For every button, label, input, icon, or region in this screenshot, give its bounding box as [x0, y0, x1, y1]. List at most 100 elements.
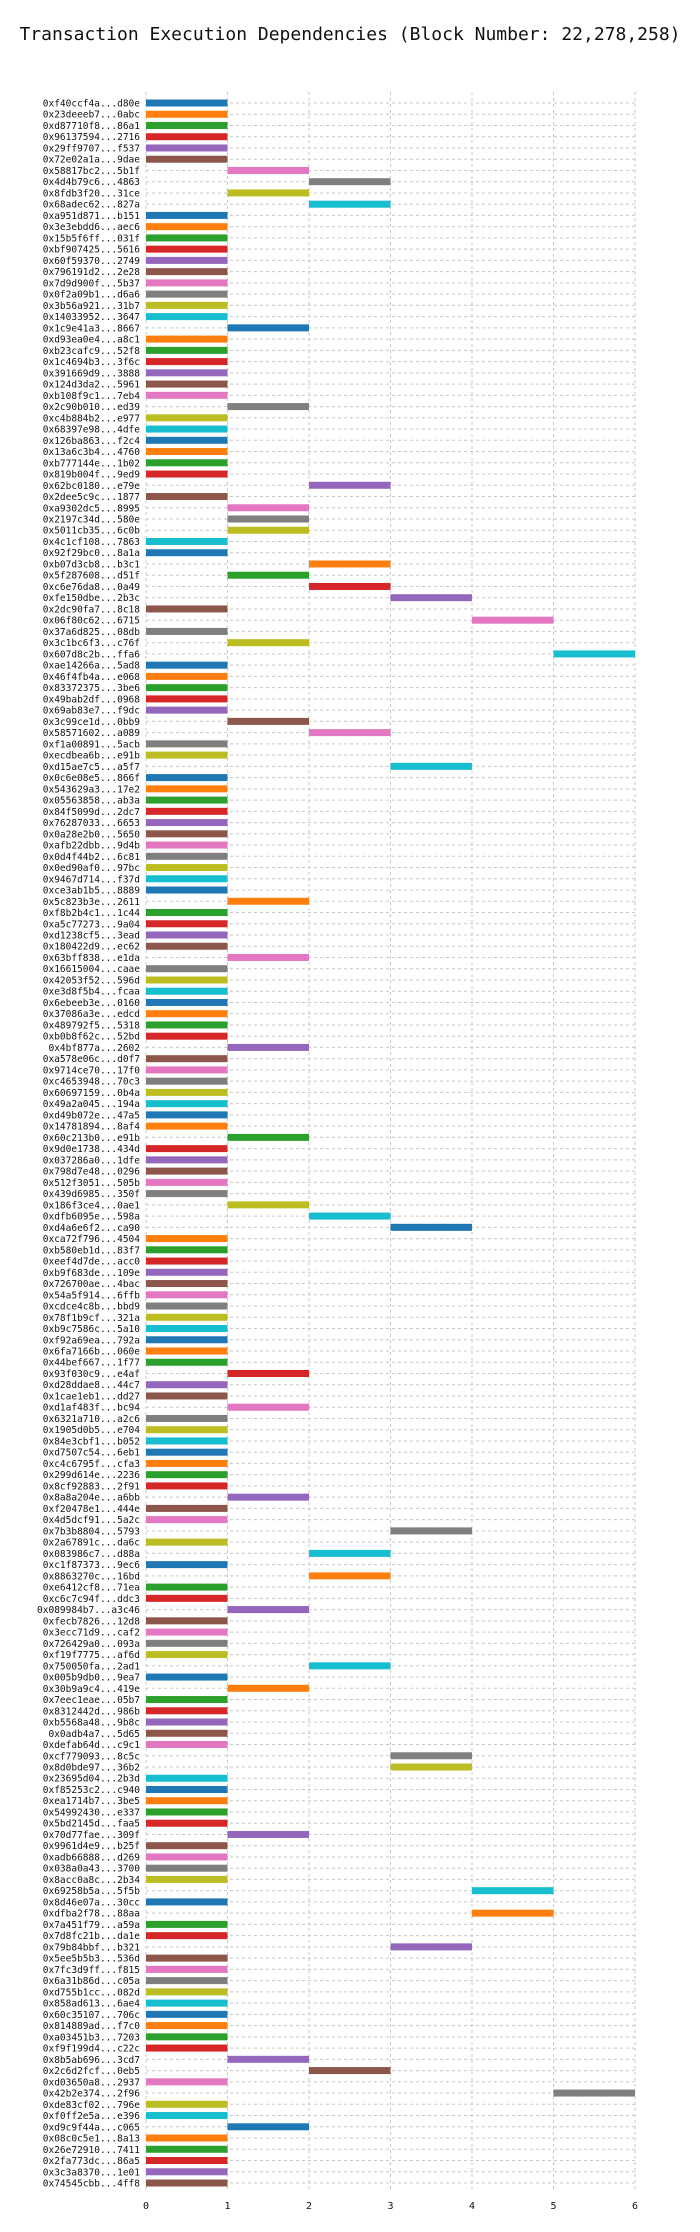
dependency-bar: [146, 1471, 228, 1479]
y-tick-label: 0x14781894...8af4: [43, 1122, 141, 1133]
y-tick-label: 0xce3ab1b5...8889: [43, 886, 141, 897]
dependency-bar: [146, 369, 228, 377]
dependency-bar: [146, 1021, 228, 1029]
y-tick-labels: 0xf40ccf4a...d80e0x23deeeb7...0abc0xd877…: [37, 99, 140, 2190]
y-tick-label: 0x49bab2df...0968: [43, 694, 141, 705]
dependency-bar: [146, 1122, 228, 1130]
dependency-bar: [146, 740, 228, 748]
y-tick-label: 0x391669d9...3888: [43, 368, 141, 379]
dependency-bar: [390, 762, 472, 770]
y-tick-label: 0x089984b7...a3c46: [37, 1605, 140, 1616]
y-tick-label: 0x2a67891c...da6c: [43, 1538, 140, 1549]
y-tick-label: 0x74545cbb...4ff8: [43, 2179, 141, 2190]
dependency-bar: [146, 886, 228, 894]
y-tick-label: 0xcdce4c8b...bbd9: [43, 1302, 141, 1313]
dependency-bar: [146, 414, 228, 422]
dependency-bar: [146, 1358, 228, 1366]
y-tick-label: 0x23deeeb7...0abc: [43, 110, 140, 121]
y-tick-label: 0x60f59370...2749: [43, 256, 141, 267]
dependency-bar: [146, 661, 228, 669]
y-tick-label: 0xe6412cf8...71ea: [43, 1583, 140, 1594]
y-tick-label: 0x8acc0a8c...2b34: [43, 1875, 141, 1886]
y-tick-label: 0xcf779093...8c5c: [43, 1751, 140, 1762]
dependency-bar: [146, 1178, 228, 1186]
dependency-bar: [146, 785, 228, 793]
dependency-bar: [146, 425, 228, 433]
dependency-bar: [146, 2022, 228, 2030]
y-tick-label: 0xf20478e1...444e: [43, 1504, 141, 1515]
y-tick-label: 0xeef4d7de...acc0: [43, 1257, 141, 1268]
y-tick-label: 0x7d8fc21b...da1e: [43, 1931, 141, 1942]
dependency-bar: [553, 2089, 635, 2097]
dependency-bar: [146, 301, 228, 309]
y-tick-label: 0x54a5f914...6ffb: [43, 1290, 141, 1301]
y-tick-label: 0x5f287608...d51f: [43, 571, 140, 582]
y-tick-label: 0xe3d8f5b4...fcaa: [43, 987, 140, 998]
dependency-bar: [146, 493, 228, 501]
dependency-bar: [146, 864, 228, 872]
dependency-bar: [146, 1673, 228, 1681]
dependency-bar: [146, 1853, 228, 1861]
dependency-bar: [146, 1864, 228, 1872]
dependency-bar: [146, 1426, 228, 1434]
y-tick-label: 0xf8b2b4c1...1c44: [43, 908, 141, 919]
dependency-bar: [227, 1606, 309, 1614]
y-tick-label: 0x1905d0b5...e704: [43, 1425, 141, 1436]
dependency-bar: [146, 1167, 228, 1175]
y-tick-label: 0x83372375...3be6: [43, 683, 141, 694]
y-tick-label: 0x9961d4e9...b25f: [43, 1841, 140, 1852]
y-tick-label: 0x439d6985...350f: [43, 1189, 140, 1200]
y-tick-label: 0x5ee5b5b3...536d: [43, 1954, 140, 1965]
dependency-bar: [146, 1718, 228, 1726]
dependency-bar: [146, 1651, 228, 1659]
y-tick-label: 0x126ba863...f2c4: [43, 436, 141, 447]
y-tick-label: 0x4bf877a...2602: [48, 1043, 140, 1054]
y-tick-label: 0x005b9db0...9ea7: [43, 1673, 140, 1684]
dependency-bar: [146, 1055, 228, 1063]
y-tick-label: 0x038a0a43...3700: [43, 1864, 141, 1875]
dependency-bar: [146, 470, 228, 478]
y-tick-label: 0x42b2e374...2f96: [43, 2089, 141, 2100]
dependency-bar: [146, 2010, 228, 2018]
y-tick-label: 0xc4653948...70c3: [43, 1077, 140, 1088]
y-tick-label: 0xd28ddae8...44c7: [43, 1380, 140, 1391]
y-tick-label: 0x6ebeeb3e...0160: [43, 998, 141, 1009]
y-tick-label: 0x8863270c...16bd: [43, 1571, 140, 1582]
y-tick-label: 0x42053f52...596d: [43, 975, 140, 986]
dependency-bar: [227, 1133, 309, 1141]
y-tick-label: 0x68adec62...827a: [43, 200, 140, 211]
dependency-bar: [146, 672, 228, 680]
y-tick-label: 0x58817bc2...5b1f: [43, 166, 140, 177]
y-tick-label: 0x489792f5...5318: [43, 1020, 141, 1031]
x-tick-label: 2: [306, 2201, 312, 2212]
dependency-bar: [146, 1190, 228, 1198]
y-tick-label: 0x63bff838...e1da: [43, 953, 140, 964]
dependency-bar: [390, 1763, 472, 1771]
dependency-bar: [227, 953, 309, 961]
y-tick-label: 0x79b84bbf...b321: [43, 1942, 141, 1953]
y-tick-label: 0x819b004f...9ed9: [43, 470, 141, 481]
y-tick-label: 0xd9c9f44a...c065: [43, 2122, 140, 2133]
dependency-bar: [227, 2055, 309, 2063]
dependency-bar: [309, 582, 391, 590]
dependency-bar: [146, 1774, 228, 1782]
x-tick-label: 6: [632, 2201, 638, 2212]
dependency-bar: [146, 1302, 228, 1310]
dependency-bar: [146, 1459, 228, 1467]
dependency-bar: [472, 616, 554, 624]
dependency-bar: [146, 2033, 228, 2041]
y-tick-label: 0x512f3051...505b: [43, 1178, 141, 1189]
dependency-bar: [146, 256, 228, 264]
dependency-bar: [227, 504, 309, 512]
y-tick-label: 0x68397e98...4dfe: [43, 425, 141, 436]
y-tick-label: 0xb108f9c1...7eb4: [43, 391, 141, 402]
dependency-bar: [146, 1977, 228, 1985]
y-tick-label: 0x6a31b86d...c05a: [43, 1976, 140, 1987]
dependency-bar: [146, 1235, 228, 1243]
x-tick-label: 5: [550, 2201, 556, 2212]
y-tick-label: 0x58571602...a089: [43, 728, 141, 739]
y-tick-label: 0x60c35107...706c: [43, 2010, 140, 2021]
dependency-bar: [227, 189, 309, 197]
y-tick-label: 0x37086a3e...edcd: [43, 1009, 140, 1020]
y-tick-label: 0x7a451f79...a59a: [43, 1920, 140, 1931]
